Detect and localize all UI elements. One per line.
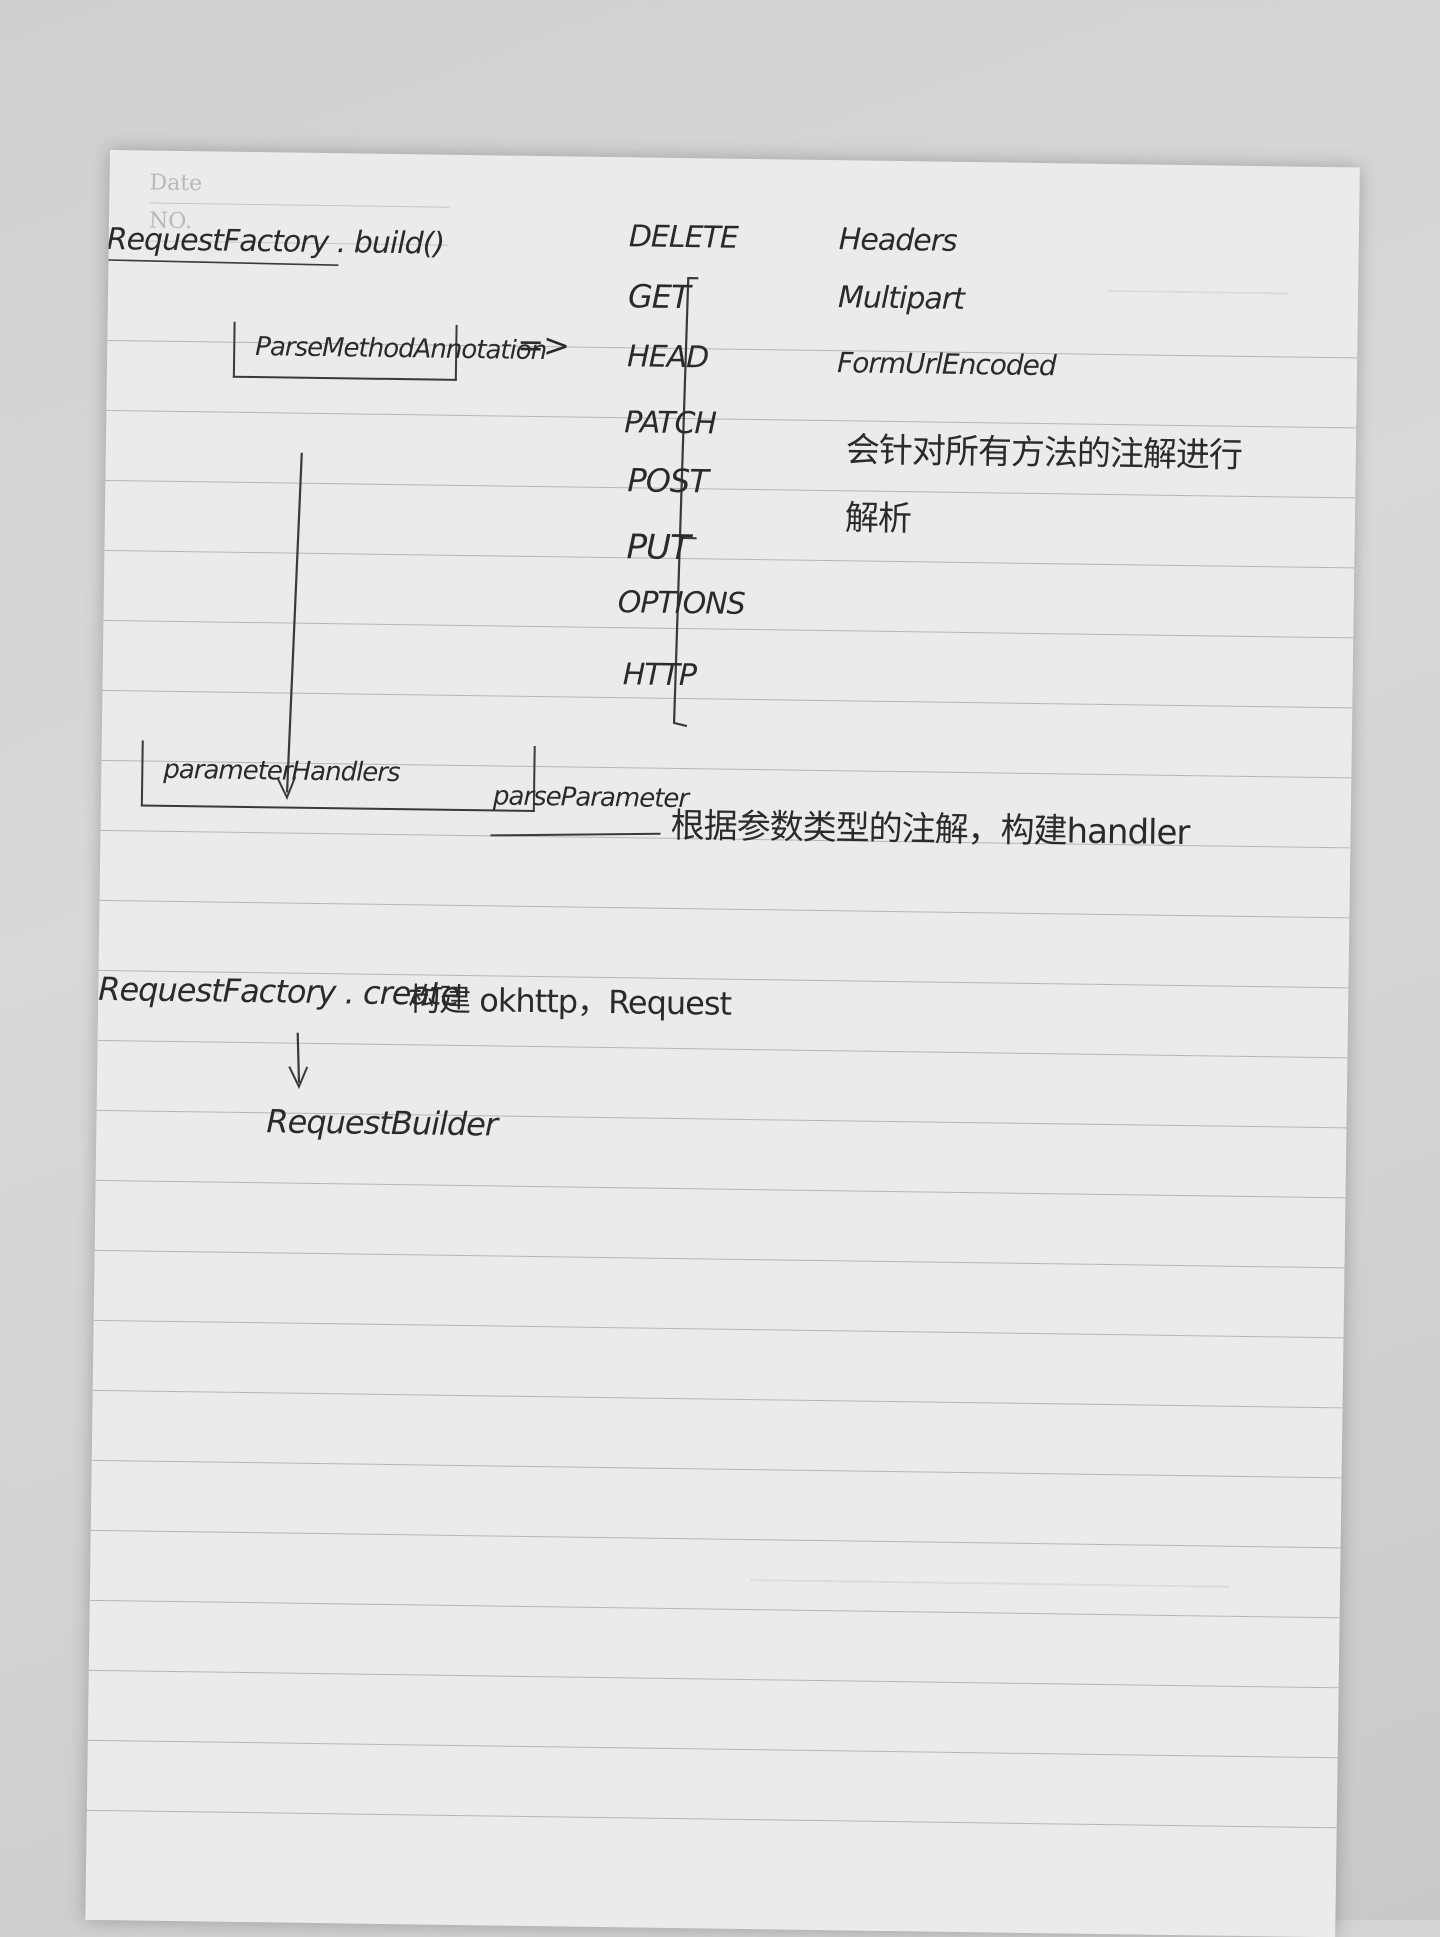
method-http: HTTP: [622, 657, 696, 693]
flow-line-create: [297, 1033, 300, 1083]
parse-parameter-note: 根据参数类型的注解，构建handler: [670, 798, 1189, 854]
annotation-note-line2: 解析: [845, 490, 912, 540]
annotation-formurlencoded: FormUrlEncoded: [837, 346, 1056, 382]
create-note: 构建 okhttp，Request: [408, 974, 732, 1025]
diagram-connectors: [85, 150, 1360, 1937]
annotation-note-line1: 会针对所有方法的注解进行: [846, 422, 1243, 477]
request-factory-create: RequestFactory . create: [98, 970, 460, 1013]
method-options: OPTIONS: [617, 585, 744, 622]
method-get: GET: [628, 277, 690, 316]
notebook-page: Date NO. RequestFactory . build() ParseM…: [85, 150, 1360, 1937]
parameter-handlers-label: parameterHandlers: [163, 755, 400, 788]
parse-parameter-underline: [490, 831, 660, 837]
parse-method-annotation-box: ParseMethodAnnotation: [233, 322, 458, 381]
method-head: HEAD: [627, 339, 709, 375]
annotation-headers: Headers: [839, 222, 957, 259]
request-factory-build: RequestFactory . build(): [107, 222, 445, 262]
parameter-handlers-box: parameterHandlers: [141, 741, 536, 812]
implies-arrow: =>: [517, 326, 569, 365]
builder-underline: [108, 260, 338, 265]
method-put: PUT: [626, 527, 690, 568]
request-builder: RequestBuilder: [266, 1102, 497, 1143]
parse-parameter-label: parseParameter: [493, 781, 689, 814]
method-delete: DELETE: [629, 219, 738, 256]
parse-method-annotation-label: ParseMethodAnnotation: [255, 332, 546, 366]
method-post: POST: [627, 461, 708, 500]
method-patch: PATCH: [624, 405, 716, 441]
annotation-multipart: Multipart: [838, 280, 964, 317]
